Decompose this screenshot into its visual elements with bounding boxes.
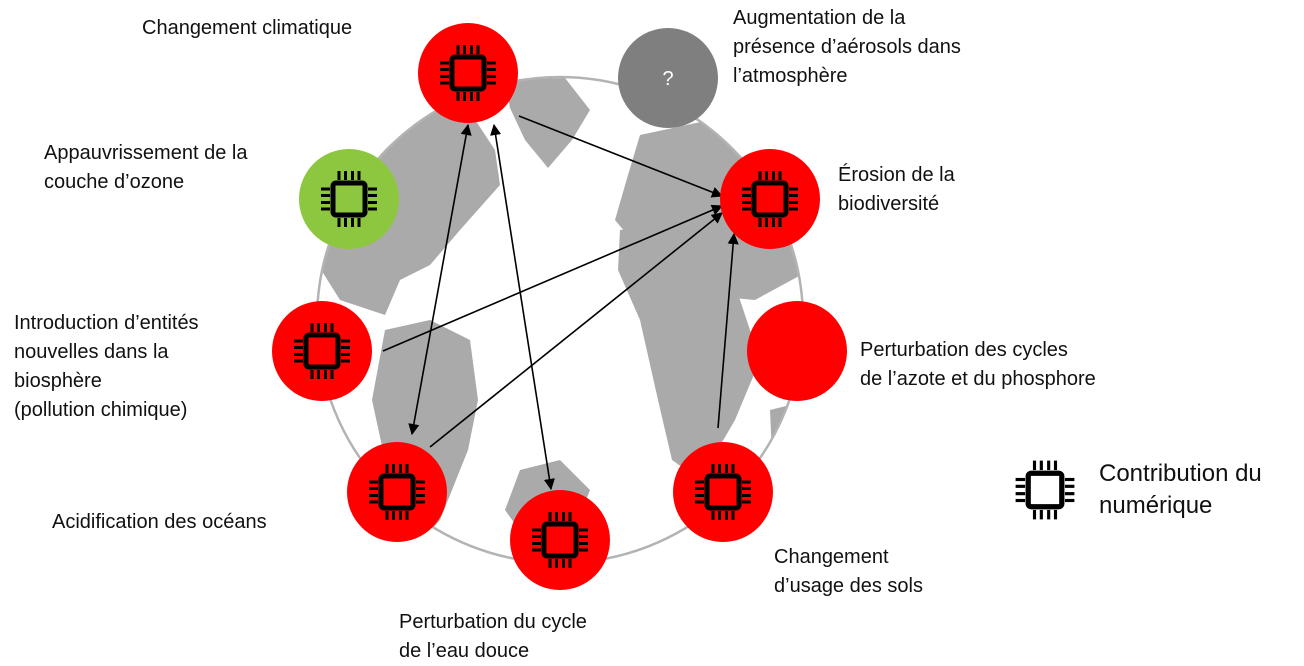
boundary-markers: ? [272,23,847,590]
label-eau-douce: Perturbation du cycle de l’eau douce [399,611,587,662]
question-mark: ? [662,68,673,90]
arrow-climate-to-freshwater [490,123,555,491]
boundary-marker-biodiversity [720,149,820,249]
arrow-land-to-biodiversity [717,232,739,429]
legend-label: Contribution du numérique [1099,460,1262,519]
chip-icon [1016,461,1075,520]
label-acidification: Acidification des océans [52,511,267,533]
boundary-marker-novel [272,301,372,401]
label-azote-phosphore: Perturbation des cycles de l’azote et du… [860,339,1096,390]
boundary-marker-ozone [299,149,399,249]
label-changement-climatique: Changement climatique [142,17,353,39]
legend-chip-icon [1016,461,1075,520]
label-usage-sols: Changement d’usage des sols [774,546,923,597]
arrow-ocean-to-biodiversity [429,212,723,448]
label-entites-nouvelles: Introduction d’entités nouvelles dans la… [14,312,199,421]
boundary-circle-nitrogen [747,301,847,401]
label-aerosols: Augmentation de la présence d’aérosols d… [733,7,961,87]
influence-arrows [382,115,739,491]
boundary-marker-land [673,442,773,542]
label-ozone: Appauvrissement de la couche d’ozone [44,142,248,193]
boundary-circle-aerosols [618,28,718,128]
boundary-marker-freshwater [510,490,610,590]
boundary-marker-nitrogen [747,301,847,401]
label-biodiversite: Érosion de la biodiversité [838,164,955,215]
boundary-marker-aerosols: ? [618,28,718,128]
boundary-marker-climate [418,23,518,123]
arrow-climate-to-ocean [408,123,472,436]
boundary-marker-ocean [347,442,447,542]
